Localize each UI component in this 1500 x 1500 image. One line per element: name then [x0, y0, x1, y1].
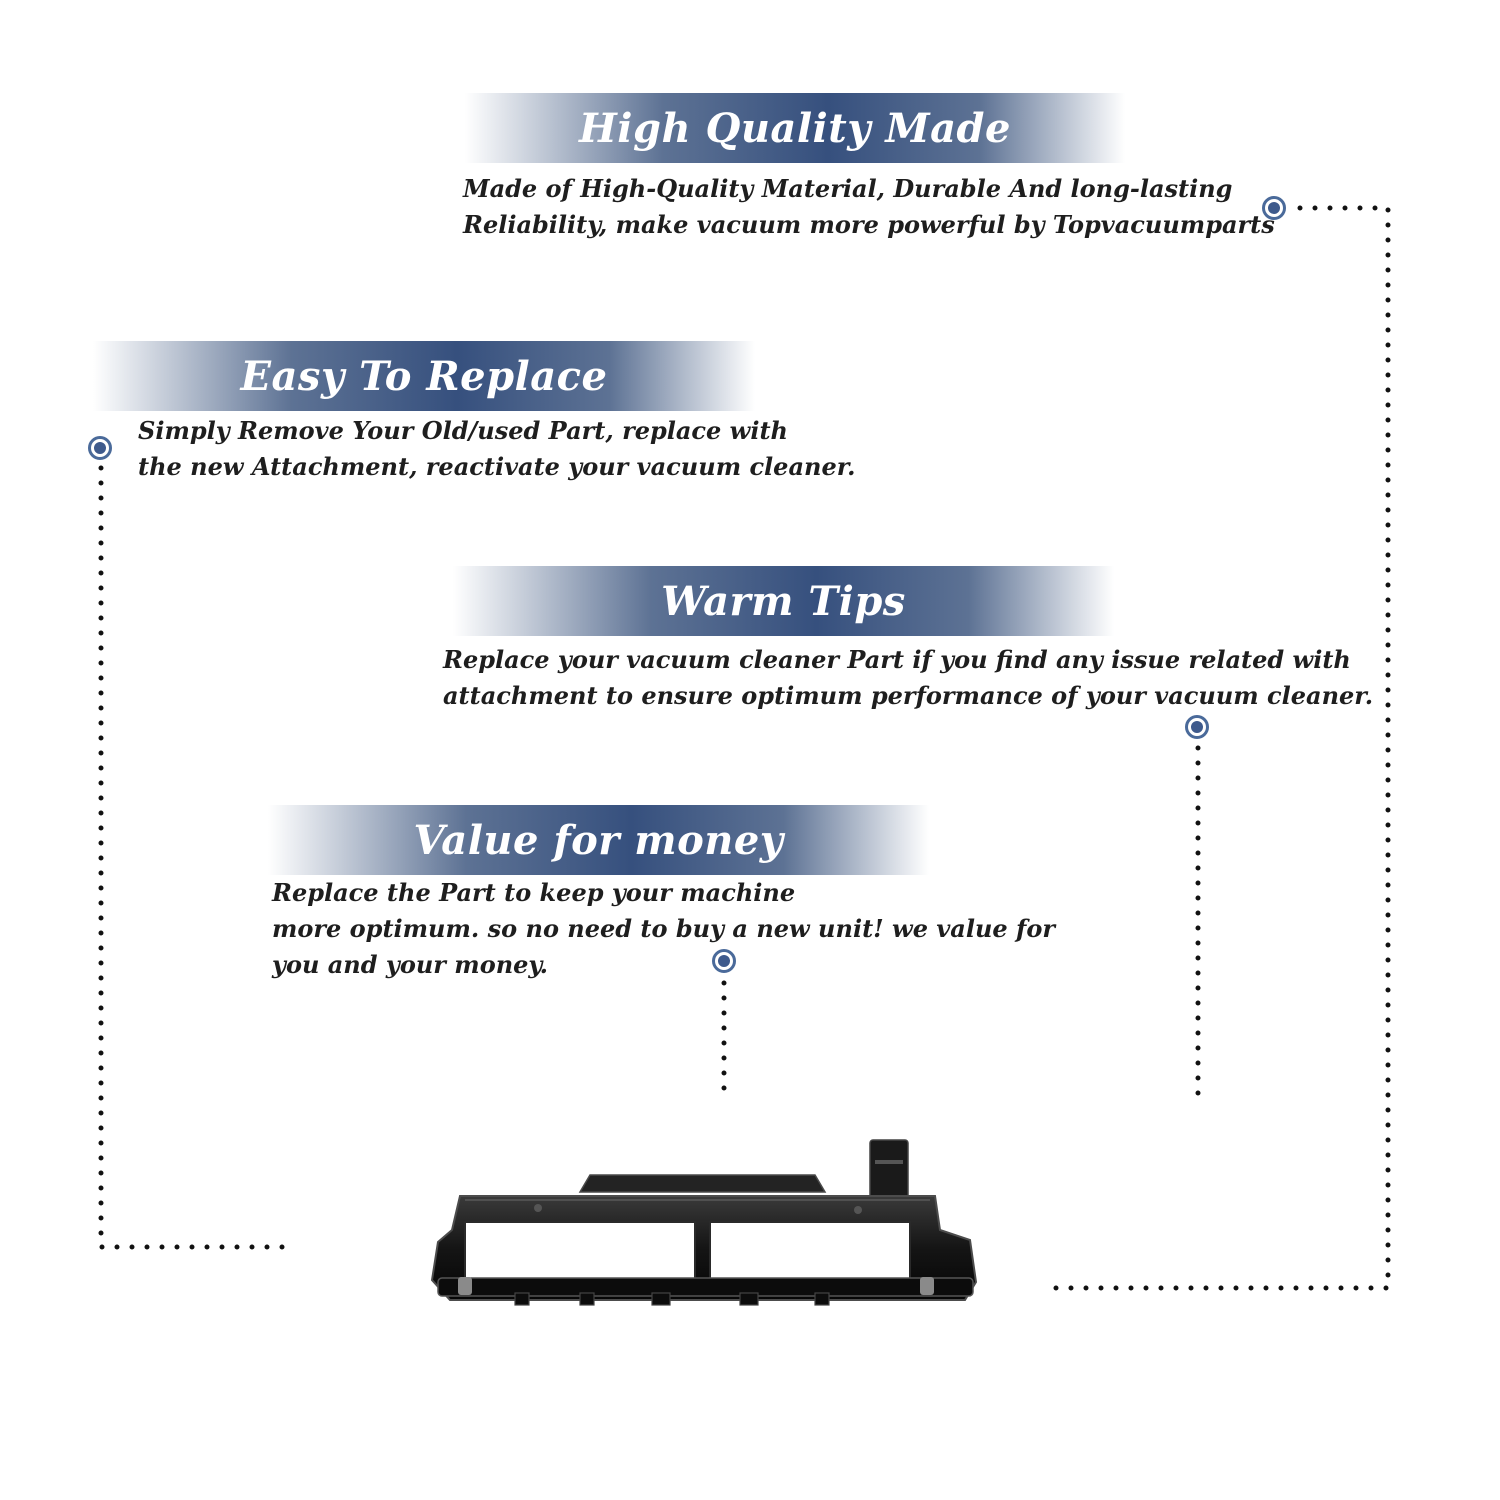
target-dot-icon [88, 436, 112, 460]
desc-line: Replace your vacuum cleaner Part if you … [443, 645, 1351, 674]
connector-high-quality [1052, 205, 1391, 1291]
desc-line: Reliability, make vacuum more powerful b… [463, 210, 1275, 239]
product-image [430, 1139, 978, 1306]
desc-line: Simply Remove Your Old/used Part, replac… [138, 416, 788, 445]
desc-line: Made of High-Quality Material, Durable A… [463, 174, 1233, 203]
desc-line: more optimum. so no need to buy a new un… [272, 914, 1055, 943]
title-high-quality: High Quality Made [579, 104, 1011, 152]
desc-line: Replace the Part to keep your machine [272, 878, 796, 907]
desc-easy-replace: Simply Remove Your Old/used Part, replac… [138, 413, 856, 485]
desc-warm-tips: Replace your vacuum cleaner Part if you … [443, 642, 1373, 714]
title-warm-tips: Warm Tips [661, 577, 906, 625]
connector-easy-replace [98, 465, 299, 1250]
banner-high-quality: High Quality Made [465, 93, 1125, 163]
title-easy-replace: Easy To Replace [240, 352, 608, 400]
banner-warm-tips: Warm Tips [453, 566, 1114, 636]
target-dot-icon [1262, 196, 1286, 220]
desc-high-quality: Made of High-Quality Material, Durable A… [463, 171, 1275, 243]
banner-easy-replace: Easy To Replace [93, 341, 755, 411]
target-dot-icon [712, 949, 736, 973]
desc-line: you and your money. [272, 950, 548, 979]
target-dot-icon [1185, 715, 1209, 739]
banner-value: Value for money [268, 805, 929, 875]
desc-line: attachment to ensure optimum performance… [443, 681, 1374, 710]
title-value: Value for money [413, 816, 784, 864]
desc-value: Replace the Part to keep your machine mo… [272, 875, 1055, 983]
desc-line: the new Attachment, reactivate your vacu… [138, 452, 856, 481]
